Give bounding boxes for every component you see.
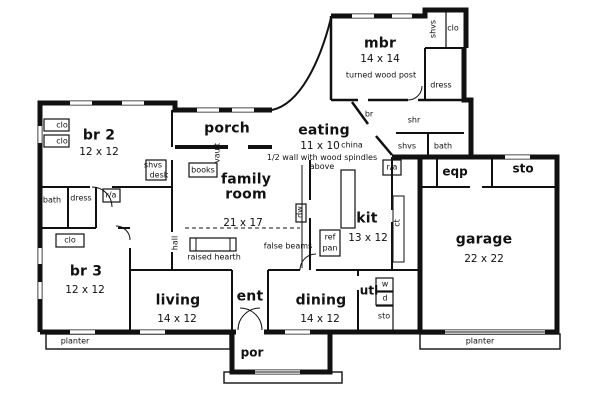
label-china: china bbox=[341, 140, 363, 150]
room-label-porch: porch bbox=[204, 120, 250, 137]
room-dims-br2: 12 x 12 bbox=[79, 146, 119, 159]
room-label-living: living bbox=[155, 292, 201, 309]
label-shvs-left: shvs bbox=[143, 160, 163, 170]
label-planter-right: planter bbox=[463, 336, 497, 347]
room-label-br2: br 2 bbox=[82, 127, 116, 144]
room-dims-kit: 13 x 12 bbox=[348, 232, 388, 245]
room-label-garage: garage bbox=[455, 231, 513, 248]
room-dims-br3: 12 x 12 bbox=[65, 284, 105, 297]
label-pantry: pan bbox=[322, 243, 338, 253]
label-vault: vault bbox=[212, 142, 222, 164]
room-dims-living: 14 x 12 bbox=[157, 313, 197, 326]
room-label-family: family room bbox=[220, 171, 272, 203]
label-br-passage: br bbox=[364, 109, 374, 119]
label-clo-left-2: clo bbox=[56, 136, 68, 146]
room-dims-eating: 11 x 10 bbox=[300, 140, 340, 153]
label-dryer: d bbox=[382, 293, 388, 303]
note-turned-wood-post: turned wood post bbox=[345, 70, 417, 80]
label-shvs-top-right: shvs bbox=[428, 19, 438, 39]
label-dishwasher: dw bbox=[295, 206, 305, 218]
note-half-wall-spindles: 1/2 wall with wood spindles above bbox=[266, 152, 378, 171]
label-refrigerator: ref bbox=[324, 232, 336, 242]
label-counter: ct bbox=[392, 219, 402, 227]
label-false-beams: false beams bbox=[263, 241, 313, 251]
label-sto-small: sto bbox=[377, 311, 391, 321]
room-dims-dining: 14 x 12 bbox=[300, 313, 340, 326]
label-dress-left: dress bbox=[70, 193, 92, 203]
label-desk: desk bbox=[149, 170, 169, 180]
label-clo-left-3: clo bbox=[64, 235, 76, 245]
label-return-air-right: r/a bbox=[386, 162, 398, 172]
label-bath-right: bath bbox=[433, 141, 453, 151]
label-hall: hall bbox=[170, 235, 180, 251]
room-label-utl: utl bbox=[359, 283, 379, 298]
label-clo-left-1: clo bbox=[56, 120, 68, 130]
label-return-air-left: r/a bbox=[105, 190, 117, 200]
label-books: books bbox=[191, 165, 215, 175]
label-bath-left: bath bbox=[42, 195, 62, 205]
room-label-kit: kit bbox=[356, 210, 378, 227]
room-label-ent: ent bbox=[236, 288, 264, 305]
room-dims-garage: 22 x 22 bbox=[464, 253, 504, 266]
label-planter-left: planter bbox=[58, 336, 92, 347]
label-clo-top-right: clo bbox=[447, 23, 459, 33]
label-dress-right: dress bbox=[430, 80, 452, 90]
room-label-sto: sto bbox=[512, 161, 534, 176]
room-label-eqp: eqp bbox=[442, 164, 468, 179]
room-label-dining: dining bbox=[295, 292, 347, 309]
label-washer: w bbox=[381, 279, 389, 289]
room-dims-family: 21 x 17 bbox=[223, 217, 263, 230]
room-label-por: por bbox=[240, 345, 264, 360]
room-dims-mbr: 14 x 14 bbox=[360, 53, 400, 66]
room-label-mbr: mbr bbox=[363, 35, 397, 52]
room-label-br3: br 3 bbox=[69, 263, 103, 280]
label-raised-hearth: raised hearth bbox=[187, 252, 241, 262]
label-shvs-right: shvs bbox=[397, 141, 417, 151]
label-shower: shr bbox=[407, 115, 421, 125]
room-label-eating: eating bbox=[298, 122, 350, 139]
